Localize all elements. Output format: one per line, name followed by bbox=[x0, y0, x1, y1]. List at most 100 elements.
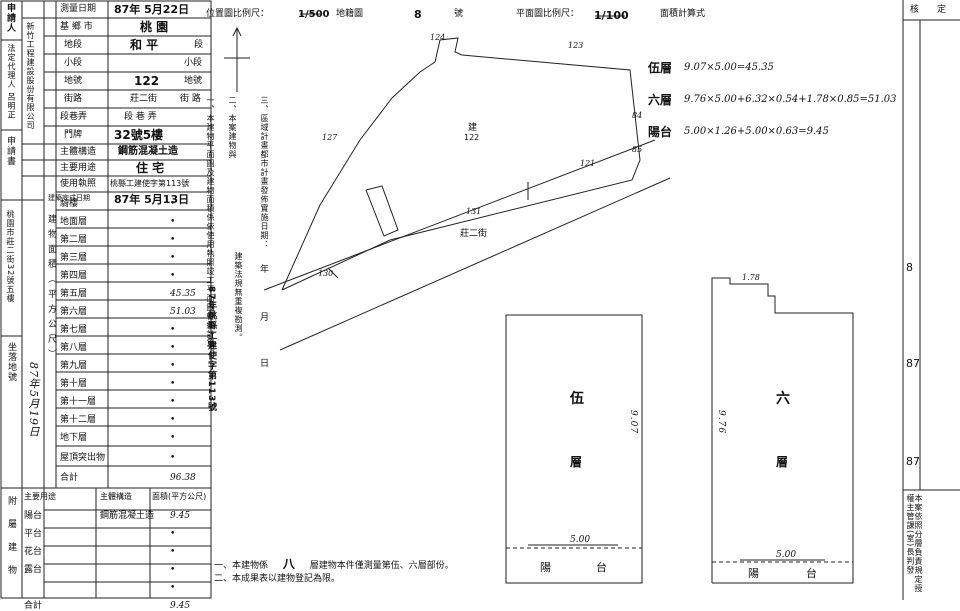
attached-use: 平台 bbox=[24, 529, 43, 539]
attached-area: • bbox=[170, 547, 176, 557]
county-label: 基 鄉 市 bbox=[60, 22, 93, 32]
calc-floor: 陽台 bbox=[648, 125, 673, 139]
street-map-label: 莊二街 bbox=[460, 229, 488, 239]
attached-struct: 鋼筋混凝土造 bbox=[100, 511, 155, 521]
footer-note-1a: 一、本建物係 bbox=[214, 561, 269, 571]
sixth-plan-label: 六 bbox=[776, 391, 790, 407]
applicant-label: 申請人 bbox=[5, 3, 15, 33]
parcel-label: 84 bbox=[632, 111, 643, 120]
section-suffix: 段 bbox=[194, 40, 204, 50]
floor-area: 51.03 bbox=[170, 307, 196, 317]
parcel-label: 124 bbox=[430, 33, 446, 42]
street-value: 莊二街 bbox=[130, 94, 158, 104]
fifth-plan-width: 5.00 bbox=[570, 535, 591, 545]
right-panel-num: 87 bbox=[906, 455, 920, 468]
door-value: 32號5樓 bbox=[114, 128, 164, 142]
floor-area: • bbox=[170, 217, 176, 227]
footer-note-2: 二、本成果表以建物登記為限。 bbox=[214, 574, 341, 584]
parcel-label: 123 bbox=[568, 41, 584, 50]
floor-name: 第九層 bbox=[60, 361, 88, 371]
attached-area: 9.45 bbox=[170, 601, 191, 611]
main-use-value: 住 宅 bbox=[136, 161, 165, 175]
floor-name: 第四層 bbox=[60, 271, 88, 281]
attached-area: • bbox=[170, 565, 176, 575]
sixth-plan-notch: 1.78 bbox=[742, 273, 760, 282]
left-table-grid bbox=[0, 0, 212, 599]
floor-name: 第十層 bbox=[60, 379, 88, 389]
door-label: 門牌 bbox=[64, 130, 83, 140]
floor-area: • bbox=[170, 325, 176, 335]
main-struct-label: 主體構造 bbox=[60, 147, 97, 157]
street-label: 街路 bbox=[64, 94, 83, 104]
month-char: 月 bbox=[260, 313, 270, 323]
lot-value: 122 bbox=[134, 74, 160, 88]
floor-area: • bbox=[170, 453, 176, 463]
area-calc-label: 面積計算式 bbox=[660, 9, 706, 19]
lot-map-label: 建 bbox=[468, 123, 478, 133]
attached-use: 露台 bbox=[24, 565, 43, 575]
calc-floor: 六層 bbox=[648, 93, 673, 107]
attached-area: • bbox=[170, 529, 176, 539]
floor-name: 第十二層 bbox=[60, 415, 97, 425]
sheet-label: 地籍圖 bbox=[336, 9, 364, 19]
parcel-label: 130 bbox=[318, 269, 334, 278]
floor-area: • bbox=[170, 361, 176, 371]
address-note: 桃園市莊二街32號五樓 bbox=[6, 210, 15, 304]
floors-header: 建物面積（平方公尺） bbox=[46, 214, 56, 364]
fifth-plan-depth: 9.07 bbox=[628, 410, 638, 435]
attached-struct-header: 主體構造 bbox=[100, 492, 132, 501]
sixth-plan-depth: 9.76 bbox=[716, 410, 726, 435]
alley-value: 段 巷 弄 bbox=[124, 112, 157, 122]
parcel-label: 127 bbox=[322, 133, 338, 142]
sixth-balcony-2: 台 bbox=[806, 567, 817, 580]
right-panel-bottom: 本案依照分層負責規定授權主管課(室)長判發 bbox=[906, 494, 923, 593]
floor-name: 合計 bbox=[60, 473, 79, 483]
sixth-plan-floor: 層 bbox=[776, 455, 789, 469]
year-char: 年 bbox=[260, 265, 270, 275]
right-panel-header: 核 定 bbox=[910, 5, 947, 15]
day-char: 日 bbox=[260, 359, 270, 369]
floor-area: • bbox=[170, 415, 176, 425]
fifth-balcony: 陽 bbox=[540, 561, 551, 574]
parcel-label: 121 bbox=[580, 159, 596, 168]
subsection-label: 小段 bbox=[64, 58, 83, 68]
permit-text: 87年桃縣工建使字第113號 bbox=[206, 286, 216, 413]
footer-note-1: 一、本建物係 八 層建物本件僅測量第伍、六層部份。 bbox=[214, 558, 454, 571]
land-label: 坐落地號 bbox=[6, 342, 16, 382]
right-panel-num: 8 bbox=[906, 261, 913, 274]
floor-area: • bbox=[170, 379, 176, 389]
position-scale: 1/500 bbox=[298, 9, 330, 20]
parcel-label: 131 bbox=[466, 207, 482, 216]
note-2: 二、本案建物與 bbox=[228, 96, 237, 159]
permit-value: 桃縣工建使字第113號 bbox=[110, 179, 190, 188]
attached-use-header: 主要用途 bbox=[24, 492, 56, 501]
county-value: 桃 園 bbox=[140, 20, 169, 34]
floor-area: • bbox=[170, 397, 176, 407]
lot-map-number: 122 bbox=[464, 133, 480, 142]
section-label: 地段 bbox=[64, 40, 83, 50]
complete-date: 87年 5月13日 bbox=[114, 193, 190, 206]
floor-area: • bbox=[170, 253, 176, 263]
footer-note-1b: 層建物本件僅測量第伍、六層部份。 bbox=[309, 561, 454, 571]
calc-formula: 9.07×5.00=45.35 bbox=[684, 62, 774, 73]
calc-formula: 9.76×5.00+6.32×0.54+1.78×0.85=51.03 bbox=[684, 94, 897, 105]
survey-date: 87年 5月22日 bbox=[114, 3, 190, 16]
floor-name: 地面層 bbox=[60, 217, 88, 227]
main-use-label: 主要用途 bbox=[60, 163, 97, 173]
floor-name: 騎樓 bbox=[60, 199, 79, 209]
floor-area: 45.35 bbox=[170, 289, 196, 299]
permit-hand: 87年5月19日 bbox=[27, 362, 40, 438]
parcel-label: 85 bbox=[632, 145, 643, 154]
right-panel-num: 87 bbox=[906, 357, 920, 370]
floor-area: • bbox=[170, 343, 176, 353]
calc-floor: 伍層 bbox=[648, 61, 673, 75]
fifth-balcony-2: 台 bbox=[596, 561, 607, 574]
attached-area: • bbox=[170, 583, 176, 593]
applicant-rep: 法定代理人 呂明正 bbox=[7, 44, 16, 120]
floor-area: • bbox=[170, 235, 176, 245]
application-label: 申請書 bbox=[5, 136, 15, 166]
floor-area: 96.38 bbox=[170, 473, 196, 483]
subsection-suffix: 小段 bbox=[184, 58, 203, 68]
floor-name: 第七層 bbox=[60, 325, 88, 335]
